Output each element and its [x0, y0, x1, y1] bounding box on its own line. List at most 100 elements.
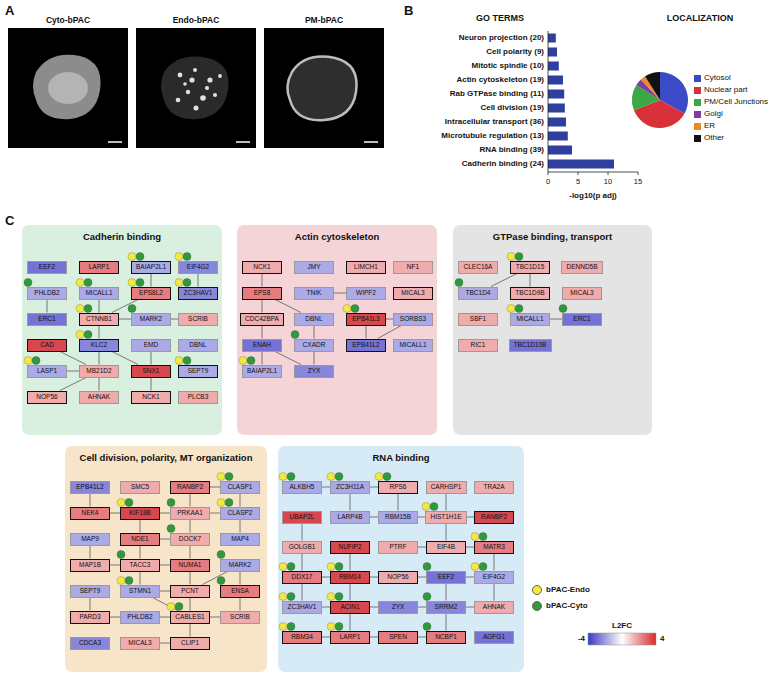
gene-box: DDX17 [282, 571, 322, 584]
gene-box: SBF1 [458, 313, 498, 326]
gene-box: NDE1 [120, 533, 160, 546]
cyto-dot [479, 533, 487, 541]
network-edge [446, 614, 447, 631]
gene-label: AHNAK [483, 604, 505, 611]
gene-label: SCRIB [188, 316, 208, 323]
figure-label: Cell polarity (9) [486, 48, 544, 56]
category-panel: GTPase binding, transportCLEC16ATBC1D15D… [453, 225, 652, 435]
cyto-dot [335, 623, 343, 631]
gene-label: LARP1 [340, 634, 361, 641]
figure-label: Cell division (19) [480, 104, 544, 112]
gene-box: BAIAP2L1 [242, 365, 282, 378]
gene-box: EEF2 [27, 261, 67, 274]
gene-box: TBC1D4 [458, 287, 498, 300]
endo-dot [279, 623, 287, 631]
gene-label: WIPF2 [356, 290, 376, 297]
gene-label: EPB41L2 [352, 342, 379, 349]
legend-text: ER [704, 122, 715, 130]
endo-dot [343, 305, 351, 313]
network-edge [446, 494, 447, 511]
gene-label: RANBP2 [177, 484, 203, 491]
panel-letter: B [404, 4, 413, 17]
figure-label: 10 [604, 178, 612, 186]
gene-label: EEF2 [438, 574, 454, 581]
network-edge [99, 326, 100, 339]
gene-label: NOP56 [36, 394, 57, 401]
gene-box: KLC2 [79, 339, 119, 352]
cyto-dot [136, 253, 144, 261]
network-edge [110, 565, 120, 566]
gene-label: ALKBH5 [290, 484, 315, 491]
legend-swatch [694, 111, 701, 118]
legend-text: Other [704, 134, 724, 142]
gene-box: EPB41L3 [346, 313, 386, 326]
gene-box: TBC1D10B [509, 339, 552, 352]
endo-dot [128, 279, 136, 287]
gene-box: DENND5B [561, 261, 603, 274]
gene-label: STMN1 [129, 588, 151, 595]
scale-bar [364, 141, 378, 143]
gene-label: RBM15B [385, 514, 411, 521]
gene-label: MAP1B [79, 562, 101, 569]
network-edge [386, 319, 393, 320]
gene-label: RBM14 [339, 574, 361, 581]
gene-box: RANBP2 [474, 511, 514, 524]
gene-label: TBC1D10B [514, 342, 547, 349]
figure-label: -log10(p adj) [569, 192, 617, 200]
figure-label: LOCALIZATION [667, 14, 733, 23]
gene-label: HIST1H1E [430, 514, 461, 521]
gene-box: ZC3HAV1 [282, 601, 322, 614]
network-edge [110, 617, 120, 618]
bar [548, 76, 563, 85]
panel-letter: A [5, 4, 14, 17]
network-edge [140, 520, 141, 533]
gene-box: RPS6 [378, 481, 418, 494]
gene-box: NCK1 [242, 261, 282, 274]
figure-label: Mitotic spindle (10) [472, 62, 544, 70]
gene-label: EIF4G2 [483, 574, 505, 581]
axis-tick [578, 172, 579, 175]
bar [548, 146, 572, 155]
cyto-dot [167, 499, 175, 507]
gene-label: ENSA [231, 588, 249, 595]
gene-label: TBC1D9B [515, 290, 544, 297]
gene-box: MICAL3 [562, 287, 602, 300]
network-edge [240, 494, 241, 507]
network-edge [151, 352, 152, 365]
network-edge [99, 300, 100, 313]
legend-text: PM/Cell Junctions [704, 98, 768, 106]
figure-label: Actin cytoskeleton (19) [456, 76, 544, 84]
gene-label: NDE1 [131, 536, 148, 543]
endo-dot [279, 473, 287, 481]
cyto-dot [291, 331, 299, 339]
cyto-dot [225, 473, 233, 481]
gene-box: SNX1 [131, 365, 171, 378]
network-edge [418, 547, 426, 548]
gene-label: CLEC16A [464, 264, 493, 271]
gene-label: PHLDB2 [34, 290, 59, 297]
gene-box: RANBP2 [170, 481, 210, 494]
gene-box: DBNL [294, 313, 334, 326]
network-edge [370, 517, 378, 518]
gene-label: CXADR [303, 342, 326, 349]
gene-label: MICALL1 [399, 342, 426, 349]
gene-box: TBC1D9B [510, 287, 550, 300]
micrograph [264, 28, 384, 148]
legend-swatch [694, 75, 701, 82]
gene-box: CLIP1 [170, 637, 210, 650]
gene-label: SRRM2 [435, 604, 458, 611]
network-edge [160, 617, 170, 618]
cyto-dot [335, 473, 343, 481]
network-edge [302, 584, 303, 601]
axis-line [548, 31, 549, 172]
panel-title: RNA binding [278, 446, 524, 463]
gene-box: PARD3 [70, 611, 110, 624]
bar [548, 48, 557, 57]
gene-label: NCBP1 [435, 634, 457, 641]
legend-text: Nuclear part [704, 86, 748, 94]
network-edge [370, 487, 378, 488]
gene-label: BAIAP2L1 [136, 264, 166, 271]
network-edge [418, 577, 426, 578]
endo-dot [327, 623, 335, 631]
gene-label: EMD [144, 342, 158, 349]
